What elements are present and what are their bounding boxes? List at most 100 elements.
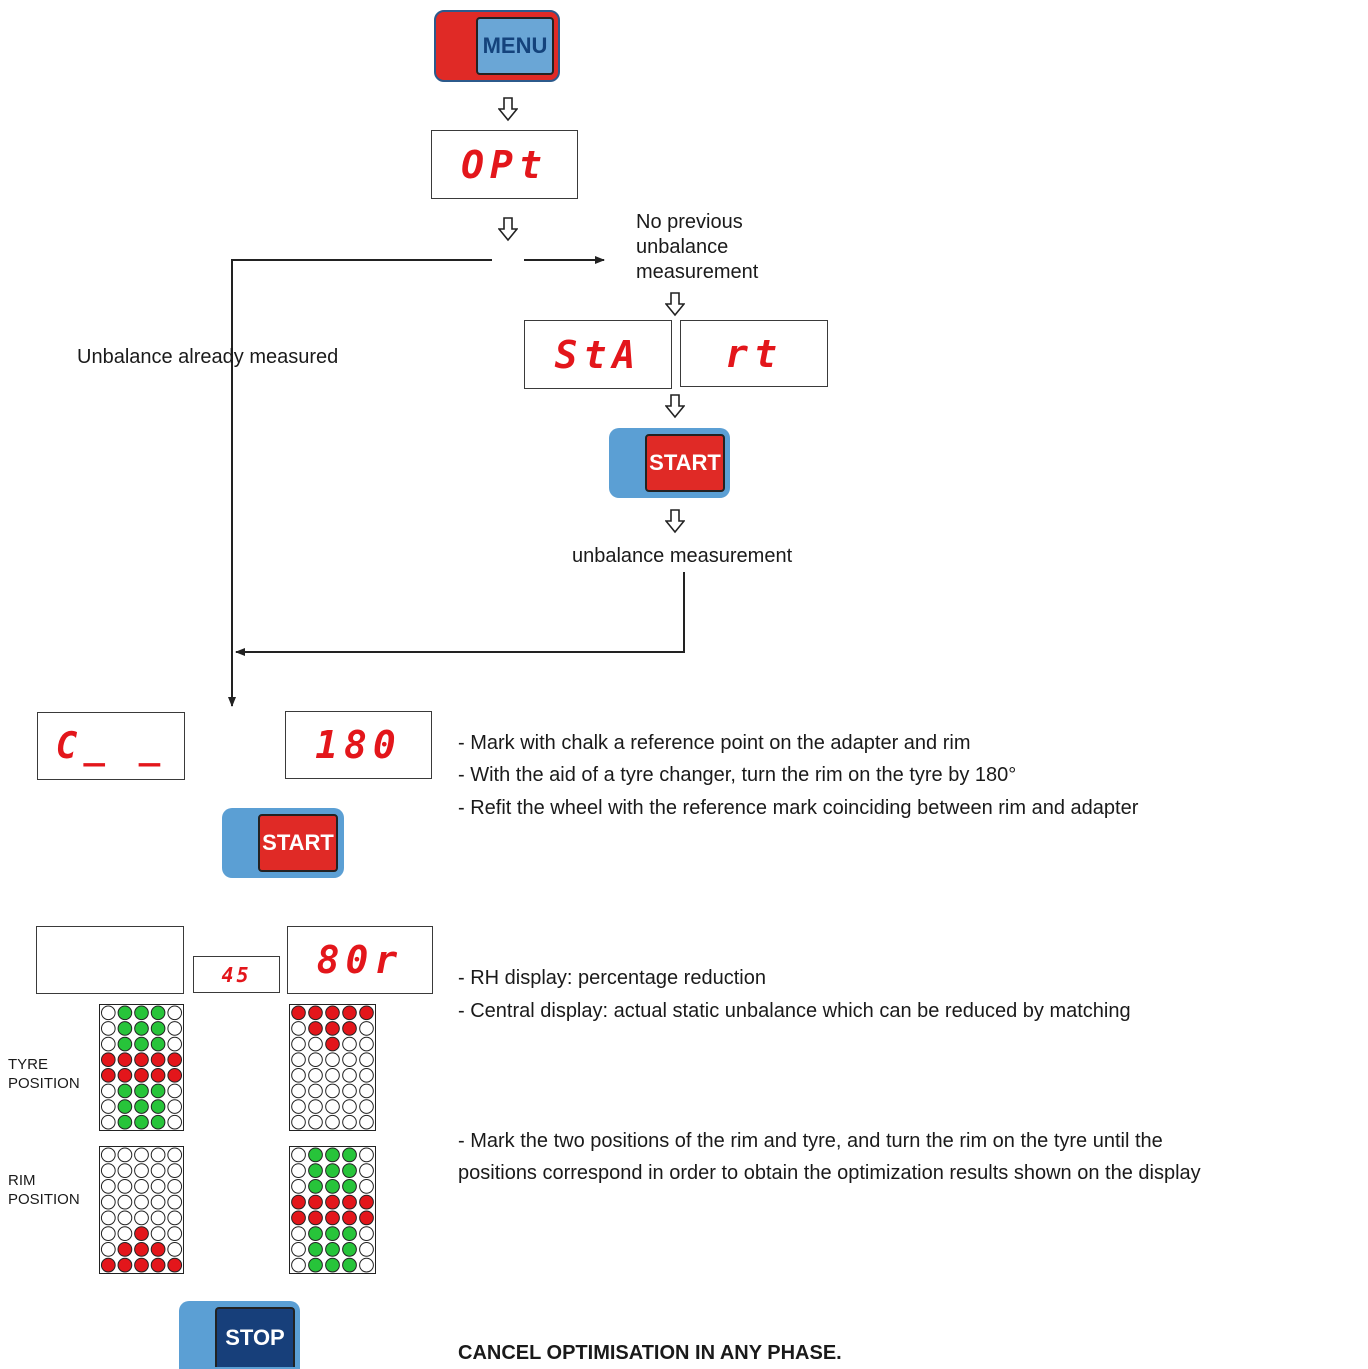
led-off [167,1021,183,1036]
led-green [308,1257,323,1273]
led-green [150,1083,166,1099]
led-red [134,1242,149,1257]
led-green [342,1257,357,1273]
display-rt: rt [680,320,828,387]
led-off [359,1052,374,1067]
return-line [235,572,685,656]
led-off [359,1226,374,1241]
led-red [100,1068,116,1083]
led-green [325,1242,340,1257]
already-measured-label: Unbalance already measured [77,346,339,368]
led-off [100,1179,116,1194]
stop-button[interactable]: STOP [179,1301,300,1369]
led-green [150,1036,166,1052]
instruction-2: - With the aid of a tyre changer, turn t… [458,764,1017,786]
led-off [167,1083,183,1099]
led-off [291,1052,306,1067]
instruction-4: - RH display: percentage reduction [458,967,766,989]
led-green [308,1147,323,1163]
led-off [359,1147,374,1163]
led-off [134,1194,149,1210]
menu-button[interactable]: MENU [434,10,560,82]
led-off [100,1163,116,1178]
led-off [100,1099,116,1114]
led-green [150,1114,166,1130]
led-red [291,1194,306,1210]
led-off [150,1179,166,1194]
rim-position-matrix-left [99,1146,184,1274]
display-left-blank [36,926,184,994]
led-off [167,1226,183,1241]
led-off [325,1052,340,1067]
led-red [150,1257,166,1273]
led-red [117,1257,133,1273]
led-red [342,1021,357,1036]
led-off [359,1179,374,1194]
led-off [100,1226,116,1241]
led-off [308,1099,323,1114]
led-green [342,1163,357,1178]
led-off [150,1163,166,1178]
led-red [150,1052,166,1067]
led-off [308,1083,323,1099]
led-off [150,1210,166,1226]
led-red [134,1052,149,1067]
led-off [167,1099,183,1114]
led-off [134,1163,149,1178]
led-off [291,1068,306,1083]
led-green [134,1114,149,1130]
led-off [291,1083,306,1099]
led-green [325,1226,340,1241]
led-green [325,1179,340,1194]
led-red [308,1210,323,1226]
instruction-5: - Central display: actual static unbalan… [458,1000,1131,1022]
led-green [325,1147,340,1163]
led-off [167,1163,183,1178]
led-off [117,1194,133,1210]
start-button-2[interactable]: START [222,808,344,878]
led-red [100,1257,116,1273]
led-green [342,1242,357,1257]
start-button[interactable]: START [609,428,730,498]
led-off [291,1114,306,1130]
led-off [150,1194,166,1210]
cancel-instruction: CANCEL OPTIMISATION IN ANY PHASE. [458,1342,842,1364]
rim-position-matrix-right [289,1146,376,1274]
led-off [150,1147,166,1163]
led-off [325,1099,340,1114]
led-off [342,1052,357,1067]
led-off [100,1194,116,1210]
led-red [134,1226,149,1241]
led-green [342,1147,357,1163]
display-sta: StA [524,320,672,389]
led-red [308,1021,323,1036]
display-opt: OPt [431,130,578,199]
led-off [117,1179,133,1194]
rim-label-2: POSITION [8,1191,80,1208]
led-off [167,1147,183,1163]
led-green [117,1036,133,1052]
led-off [291,1036,306,1052]
led-red [342,1210,357,1226]
led-off [167,1194,183,1210]
led-off [167,1210,183,1226]
led-green [134,1083,149,1099]
instruction-3: - Refit the wheel with the reference mar… [458,797,1139,819]
led-red [342,1005,357,1021]
led-green [308,1179,323,1194]
led-green [342,1179,357,1194]
led-off [167,1242,183,1257]
led-off [342,1068,357,1083]
menu-button-label: MENU [476,17,554,75]
tyre-position-matrix-right [289,1004,376,1131]
led-off [291,1147,306,1163]
branch-left-line [228,259,492,707]
display-c: C_ _ [37,712,185,780]
led-off [167,1114,183,1130]
led-off [100,1242,116,1257]
led-red [291,1005,306,1021]
led-green [325,1163,340,1178]
down-arrow-icon [665,509,685,534]
led-green [150,1021,166,1036]
led-off [342,1099,357,1114]
